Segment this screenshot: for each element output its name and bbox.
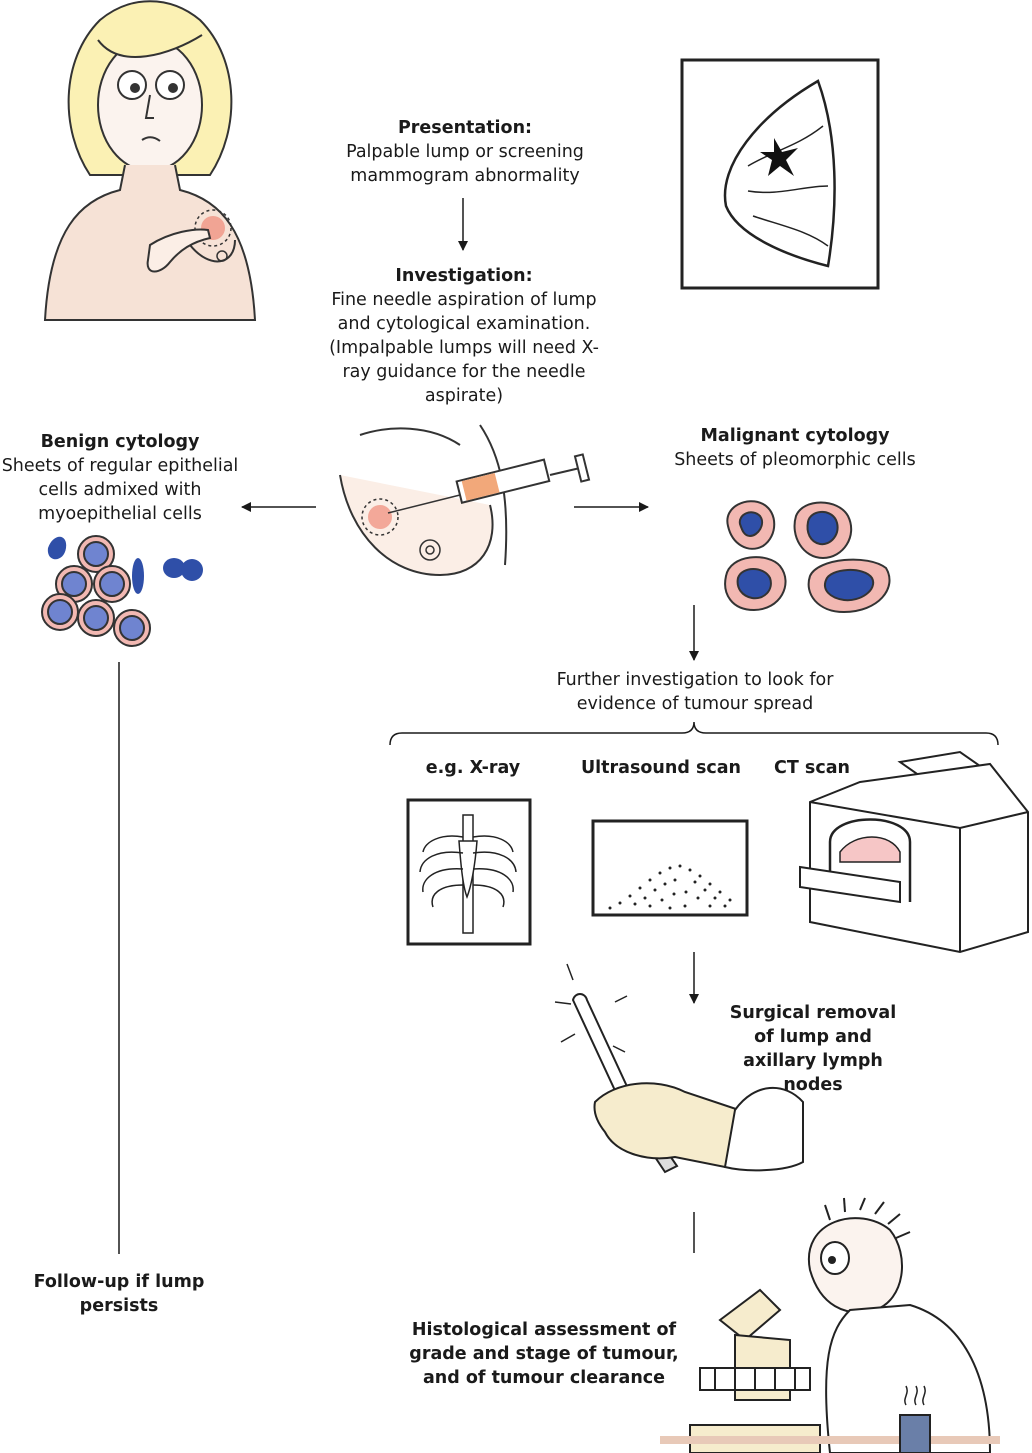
investigation-text: Fine needle aspiration of lump and cytol… bbox=[329, 290, 599, 406]
benign-text: Sheets of regular epithelial cells admix… bbox=[1, 456, 239, 524]
presentation-text: Palpable lump or screening mammogram abn… bbox=[346, 142, 584, 186]
malignant-heading: Malignant cytology bbox=[700, 426, 890, 446]
histology-text: Histological assessment of grade and sta… bbox=[409, 1320, 679, 1388]
investigation-block: Investigation: Fine needle aspiration of… bbox=[320, 264, 608, 408]
surgery-text: Surgical removal of lump and axillary ly… bbox=[729, 1003, 897, 1095]
pathologist-microscope-illustration bbox=[660, 1197, 1000, 1453]
ultrasound-label: Ultrasound scan bbox=[580, 758, 742, 778]
mammogram-film-illustration bbox=[680, 58, 880, 290]
ct-label: CT scan bbox=[774, 758, 850, 778]
benign-cells-illustration bbox=[41, 535, 203, 647]
xray-label: e.g. X-ray bbox=[425, 758, 521, 778]
ct-scanner-illustration bbox=[799, 750, 1029, 954]
malignant-block: Malignant cytology Sheets of pleomorphic… bbox=[660, 424, 930, 472]
needle-aspiration-illustration bbox=[339, 424, 591, 577]
ultrasound-scan-illustration bbox=[591, 819, 749, 917]
malignant-text: Sheets of pleomorphic cells bbox=[674, 450, 916, 470]
further-investigation-text: Further investigation to look for eviden… bbox=[556, 670, 834, 714]
benign-heading: Benign cytology bbox=[40, 432, 200, 452]
woman-palpating-lump-illustration bbox=[43, 0, 257, 321]
presentation-heading: Presentation: bbox=[397, 118, 533, 138]
malignant-cells-illustration bbox=[724, 500, 891, 614]
benign-block: Benign cytology Sheets of regular epithe… bbox=[0, 430, 240, 526]
chest-xray-illustration bbox=[406, 798, 532, 946]
investigation-heading: Investigation: bbox=[395, 266, 533, 286]
followup-text: Follow-up if lump persists bbox=[33, 1272, 205, 1316]
presentation-block: Presentation: Palpable lump or screening… bbox=[330, 116, 600, 188]
imaging-brace bbox=[389, 721, 999, 746]
surgeon-hand-scalpel-illustration bbox=[554, 963, 804, 1174]
